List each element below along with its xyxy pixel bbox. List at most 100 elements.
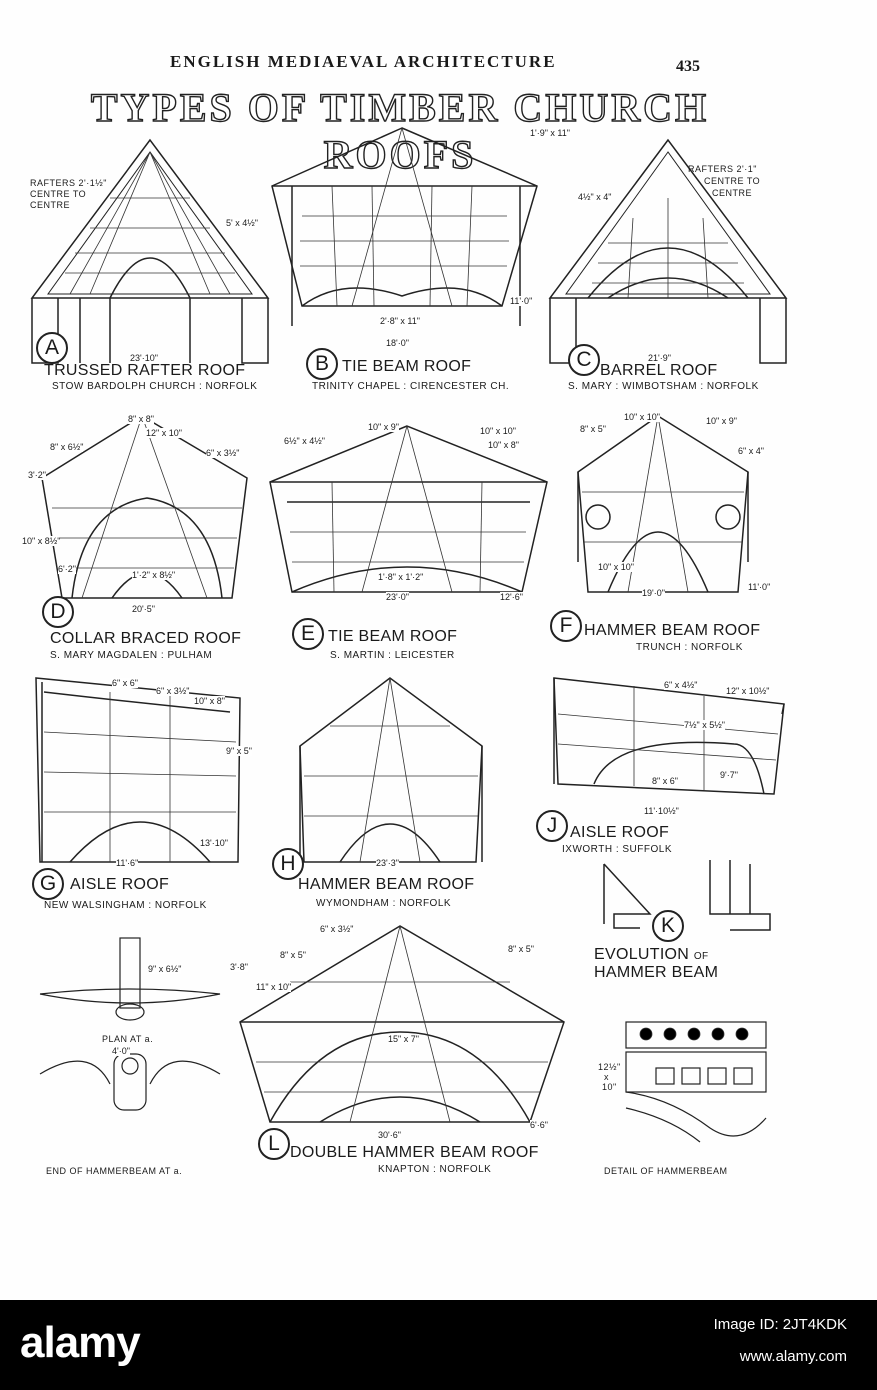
figure-j-dim-3: 7½" x 5½" [684, 720, 725, 730]
figure-f-location: TRUNCH : NORFOLK [636, 642, 743, 653]
plan-label: PLAN AT a. [102, 1034, 154, 1044]
figure-e-dim-5: 1'·8" x 1'·2" [378, 572, 424, 582]
detail-label: DETAIL OF HAMMERBEAM [604, 1166, 728, 1176]
figure-g-drawing [35, 677, 241, 863]
figure-letter-h: H [272, 848, 304, 880]
detail-drawing [625, 1021, 767, 1143]
figure-d-dim-2: 12" x 10" [146, 428, 182, 438]
figure-h: 23'·3" H HAMMER BEAM ROOF WYMONDHAM : NO… [270, 676, 540, 916]
figure-letter-f: F [550, 610, 582, 642]
figure-b-dim-top: 1'·9" x 11" [530, 128, 570, 138]
watermark-bar: alamy Image ID: 2JT4KDK www.alamy.com [0, 1300, 877, 1390]
end-of-hammerbeam-label: END OF HAMMERBEAM AT a. [46, 1166, 183, 1176]
figure-f-dim-5: 10" x 10" [598, 562, 634, 572]
figure-c-dim-size: 4½" x 4" [578, 192, 612, 202]
figure-l-dim-2: 8" x 5" [280, 950, 306, 960]
figure-d-caption: COLLAR BRACED ROOF [50, 630, 242, 647]
figure-j-dim-4: 8" x 6" [652, 776, 678, 786]
figure-a-dim-span: 23'·10" [130, 353, 158, 363]
figure-e-dim-3: 10" x 10" [480, 426, 516, 436]
end-dim: 4'·0" [112, 1046, 130, 1056]
figure-d-dim-span: 20'·5" [132, 604, 155, 614]
figure-j-dim-span: 11'·10½" [644, 806, 679, 816]
figure-c: RAFTERS 2'·1" CENTRE TO CENTRE 4½" x 4" … [548, 138, 848, 398]
figure-g-dim-4: 9" x 5" [226, 746, 252, 756]
detail-dim-x: x [604, 1072, 609, 1082]
figure-l-dim-1: 6" x 3½" [320, 924, 354, 934]
figure-k-caption-line1: EVOLUTION OF [594, 946, 708, 964]
figure-a-caption: TRUSSED RAFTER ROOF [44, 362, 246, 379]
figure-d-dim-3: 8" x 6½" [50, 442, 84, 452]
figure-j: 6" x 4½" 12" x 10½" 7½" x 5½" 8" x 6" 9'… [534, 674, 794, 864]
figure-l-dim-4: 11" x 10" [256, 982, 292, 992]
figure-l-dim-6: 15" x 7" [388, 1034, 419, 1044]
figure-e-dim-height: 12'·6" [500, 592, 523, 602]
figure-letter-e: E [292, 618, 324, 650]
figure-g-dim-3: 10" x 8" [194, 696, 225, 706]
figure-a-dim-rafters: RAFTERS 2'·1½" [30, 178, 107, 188]
figure-d-drawing [41, 415, 248, 599]
figure-d-dim-1: 8" x 8" [128, 414, 154, 424]
figure-c-drawing [548, 138, 788, 364]
figure-b-dim-beam: 2'·8" x 11" [380, 316, 420, 326]
figure-f: 10" x 10" 10" x 9" 8" x 5" 6" x 4" 10" x… [548, 412, 798, 666]
figure-a-dim-rafter-size: 5' x 4½" [226, 218, 258, 228]
figure-l-dim-3: 8" x 5" [508, 944, 534, 954]
detail-dim-1: 12½" [598, 1062, 621, 1072]
figure-j-dim-5: 9'·7" [720, 770, 738, 780]
figure-e-dim-span: 23'·0" [386, 592, 409, 602]
figure-e-location: S. MARTIN : LEICESTER [330, 650, 455, 661]
figure-l-dim-height: 6'·6" [530, 1120, 548, 1130]
figure-g: 6" x 6" 6" x 3½" 10" x 8" 9" x 5" 11'·6"… [30, 672, 260, 918]
figure-f-dim-4: 6" x 4" [738, 446, 764, 456]
figure-a: RAFTERS 2'·1½" CENTRE TO CENTRE 5' x 4½"… [30, 138, 280, 398]
figure-e-dim-2: 6½" x 4½" [284, 436, 325, 446]
figure-k-drawing [603, 860, 771, 931]
figure-d-dim-7: 6'·2" [58, 564, 76, 574]
figure-e: 10" x 9" 6½" x 4½" 10" x 10" 10" x 8" 1'… [262, 422, 554, 666]
figure-l-dim-span: 30'·6" [378, 1130, 401, 1140]
figure-e-caption: TIE BEAM ROOF [328, 628, 458, 645]
figure-g-dim-2: 6" x 3½" [156, 686, 190, 696]
figure-b-caption: TIE BEAM ROOF [342, 358, 472, 375]
figure-d-dim-8: 1'·2" x 8½" [132, 570, 176, 580]
figure-d-dim-6: 10" x 8½" [22, 536, 61, 546]
figure-l-drawing [239, 925, 565, 1123]
figure-g-caption: AISLE ROOF [70, 876, 170, 893]
figure-e-dim-1: 10" x 9" [368, 422, 399, 432]
detail-dim-2: 10" [602, 1082, 617, 1092]
figure-b-dim-span: 18'·0" [386, 338, 409, 348]
figure-g-location: NEW WALSINGHAM : NORFOLK [44, 900, 207, 911]
figure-g-dim-span: 11'·6" [116, 858, 139, 868]
figure-c-caption: BARREL ROOF [600, 362, 718, 379]
figure-letter-c: C [568, 344, 600, 376]
running-header: ENGLISH MEDIAEVAL ARCHITECTURE [170, 52, 557, 71]
detail-of-hammerbeam: 12½" x 10" DETAIL OF HAMMERBEAM [590, 1018, 780, 1184]
figure-letter-k: K [652, 910, 684, 942]
figure-f-caption: HAMMER BEAM ROOF [584, 622, 761, 639]
figure-c-location: S. MARY : WIMBOTSHAM : NORFOLK [568, 381, 759, 392]
plan-drawing [39, 937, 221, 1111]
page-number: 435 [676, 58, 700, 75]
figure-a-location: STOW BARDOLPH CHURCH : NORFOLK [52, 381, 258, 392]
plan-dim: 9" x 6½" [148, 964, 182, 974]
figure-b-dim-height: 11'·0" [510, 296, 533, 306]
figure-l-caption: DOUBLE HAMMER BEAM ROOF [290, 1144, 539, 1161]
figure-c-dim-centre: CENTRE [712, 188, 753, 198]
figure-f-dim-1: 10" x 10" [624, 412, 660, 422]
figure-j-caption: AISLE ROOF [570, 824, 670, 841]
figure-j-dim-1: 6" x 4½" [664, 680, 698, 690]
figure-c-dim-rafters: RAFTERS 2'·1" [688, 164, 757, 174]
figure-k-evolution: EVOLUTION [594, 946, 690, 963]
figure-c-dim-centre-to: CENTRE TO [704, 176, 761, 186]
figure-b: 1'·9" x 11" 2'·8" x 11" 18'·0" 11'·0" B … [262, 126, 570, 398]
figure-d-location: S. MARY MAGDALEN : PULHAM [50, 650, 213, 661]
figure-g-dim-1: 6" x 6" [112, 678, 138, 688]
figure-k: K EVOLUTION OF HAMMER BEAM [590, 854, 790, 984]
figure-j-dim-2: 12" x 10½" [726, 686, 770, 696]
figure-l-location: KNAPTON : NORFOLK [378, 1164, 492, 1175]
figure-f-drawing [577, 415, 749, 593]
figure-a-dim-centre-to: CENTRE TO [30, 189, 87, 199]
figure-g-dim-height: 13'·10" [200, 838, 228, 848]
figure-a-dim-centre: CENTRE [30, 200, 71, 210]
